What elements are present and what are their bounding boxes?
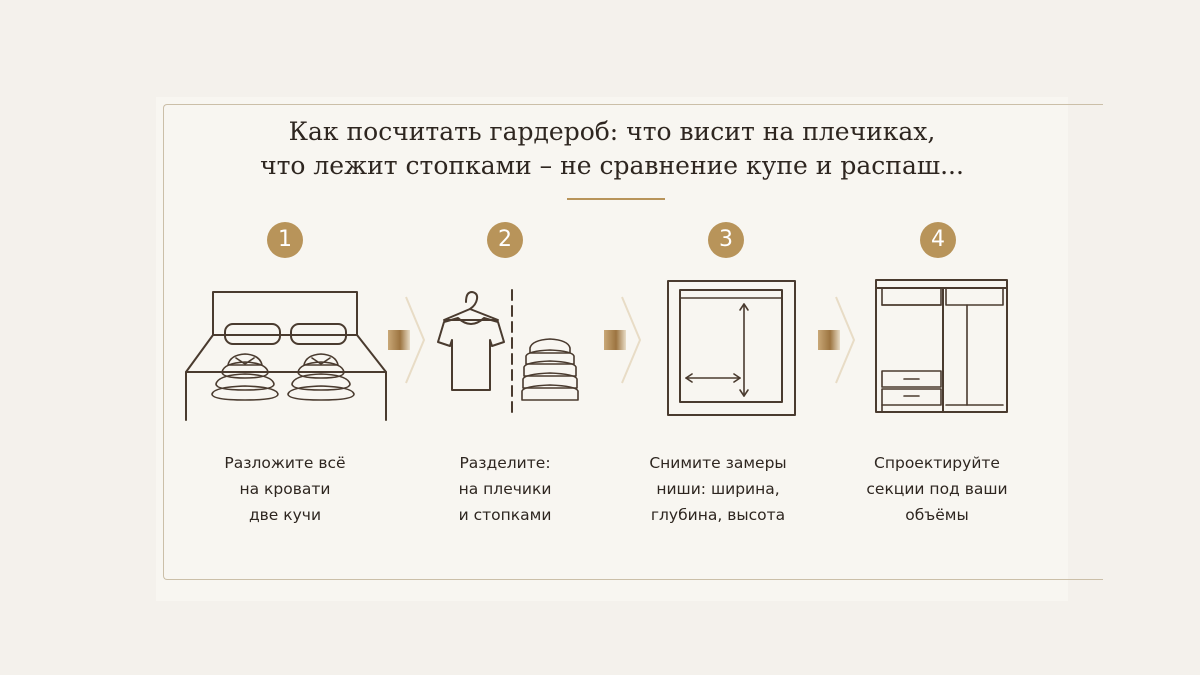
step-1-caption-line: две кучи [248, 506, 322, 524]
step-1-caption: Разложите всё на кровати две кучи [195, 450, 375, 528]
step-3-badge: 3 [708, 222, 744, 258]
bed-with-clothes-piles-icon [185, 291, 387, 421]
title-underline [567, 198, 665, 200]
step-4-caption-line: объёмы [905, 506, 969, 524]
step-1-caption-line: на кровати [239, 480, 331, 498]
card-frame [163, 104, 1103, 580]
step-3-caption-line: глубина, высота [650, 506, 786, 524]
step-2-caption-line: Разделите: [459, 454, 551, 472]
step-4-badge: 4 [920, 222, 956, 258]
step-4-caption: Спроектируйте секции под ваши объёмы [847, 450, 1027, 528]
wardrobe-sections-icon [875, 279, 1008, 413]
step-2-caption-line: на плечики [458, 480, 552, 498]
title-line-2: что лежит стопками – не сравнение купе и… [260, 151, 964, 180]
step-2-badge: 2 [487, 222, 523, 258]
arrow-2-icon [604, 296, 642, 384]
hanger-shirt-and-folded-stack-icon [437, 289, 579, 413]
niche-measurement-icon [667, 280, 796, 416]
step-2-caption: Разделите: на плечики и стопками [415, 450, 595, 528]
step-3-caption-line: ниши: ширина, [656, 480, 780, 498]
step-3-caption-line: Снимите замеры [649, 454, 787, 472]
step-1-caption-line: Разложите всё [224, 454, 346, 472]
step-2-caption-line: и стопками [458, 506, 552, 524]
title-line-1: Как посчитать гардероб: что висит на пле… [288, 117, 936, 146]
step-3-caption: Снимите замеры ниши: ширина, глубина, вы… [628, 450, 808, 528]
step-4-caption-line: Спроектируйте [874, 454, 1000, 472]
page-title: Как посчитать гардероб: что висит на пле… [156, 115, 1068, 183]
step-1-badge: 1 [267, 222, 303, 258]
arrow-1-icon [388, 296, 426, 384]
step-4-caption-line: секции под ваши [866, 480, 1008, 498]
arrow-3-icon [818, 296, 856, 384]
